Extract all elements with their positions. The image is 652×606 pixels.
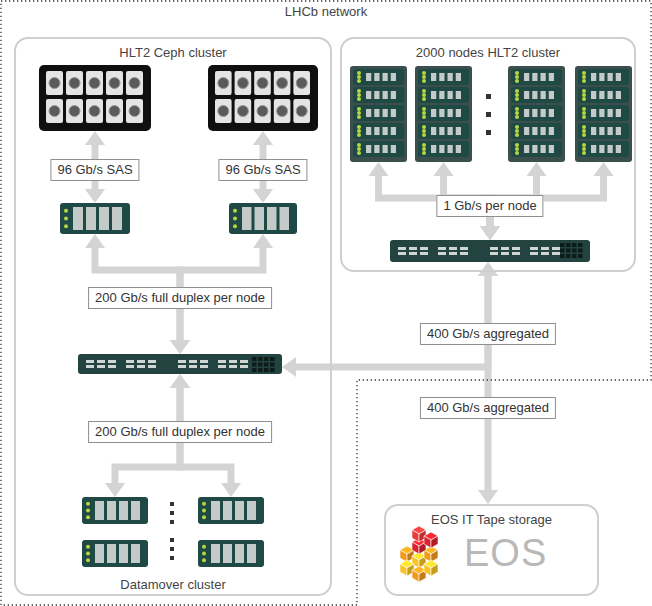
box-title: HLT2 Ceph cluster	[16, 45, 330, 61]
arrowhead	[221, 483, 241, 497]
region-title: LHCb network	[0, 4, 652, 20]
network-switch	[78, 354, 282, 374]
arrowhead	[478, 262, 498, 276]
network-switch-drawing	[78, 354, 282, 374]
arrowhead	[480, 226, 500, 240]
network-switch-drawing	[390, 240, 590, 262]
bandwidth-label: 96 Gb/s SAS	[218, 159, 307, 181]
arrowhead	[170, 374, 190, 388]
connector-group	[282, 262, 498, 377]
server-rack-drawing	[350, 66, 407, 162]
arrowhead	[85, 189, 105, 203]
connector-group	[478, 262, 498, 504]
disk-array-drawing	[208, 65, 318, 131]
server-rack-drawing	[508, 66, 565, 162]
cluster-box: 2000 nodes HLT2 cluster	[340, 37, 636, 272]
arrowhead	[170, 374, 190, 388]
bandwidth-label: 200 Gb/s full duplex per node	[88, 421, 272, 443]
server-node	[82, 540, 148, 567]
bandwidth-label: 400 Gb/s aggregated	[420, 397, 556, 419]
bandwidth-label: 200 Gb/s full duplex per node	[88, 287, 272, 309]
connector	[485, 275, 492, 491]
disk-array	[39, 65, 151, 131]
arrowhead	[478, 262, 498, 276]
bandwidth-label: 400 Gb/s aggregated	[420, 323, 556, 345]
arrowhead	[253, 234, 273, 248]
server-rack	[575, 66, 632, 162]
server-rack	[415, 66, 472, 162]
arrowhead	[369, 162, 389, 176]
server-rack	[350, 66, 407, 162]
server-node	[198, 497, 264, 524]
network-switch	[390, 240, 590, 262]
connector	[295, 275, 488, 367]
arrowhead	[105, 483, 125, 497]
server-rack-drawing	[575, 66, 632, 162]
server-node	[82, 497, 148, 524]
bandwidth-label: 96 Gb/s SAS	[50, 159, 139, 181]
server-node	[198, 540, 264, 567]
arrowhead	[253, 131, 273, 145]
box-title: EOS IT Tape storage	[386, 512, 597, 528]
cluster-box: HLT2 Ceph cluster	[14, 37, 332, 596]
arrowhead	[85, 131, 105, 145]
arrowhead	[434, 162, 454, 176]
server-rack-drawing	[415, 66, 472, 162]
arrowhead	[282, 357, 296, 377]
cluster-box: EOS IT Tape storageEOS	[384, 504, 599, 596]
arrowhead	[478, 490, 498, 504]
server-rack	[508, 66, 565, 162]
bandwidth-label: 1 Gb/s per node	[436, 195, 543, 217]
server-node	[229, 203, 297, 234]
logo-text: EOS	[464, 533, 597, 573]
arrowhead	[527, 162, 547, 176]
arrowhead	[253, 189, 273, 203]
server-node-drawing	[82, 497, 148, 524]
disk-array	[208, 65, 318, 131]
arrowhead	[594, 162, 614, 176]
group-label: Datamover cluster	[120, 577, 225, 593]
arrowhead	[480, 226, 500, 240]
server-node-drawing	[198, 540, 264, 567]
arrowhead	[170, 340, 190, 354]
arrowhead	[170, 340, 190, 354]
disk-array-drawing	[39, 65, 151, 131]
server-node-drawing	[198, 497, 264, 524]
box-title: 2000 nodes HLT2 cluster	[342, 45, 634, 61]
server-node	[60, 203, 130, 234]
arrowhead	[480, 226, 500, 240]
server-node-drawing	[60, 203, 130, 234]
server-node-drawing	[82, 540, 148, 567]
server-node-drawing	[229, 203, 297, 234]
arrowhead	[480, 226, 500, 240]
arrowhead	[85, 234, 105, 248]
